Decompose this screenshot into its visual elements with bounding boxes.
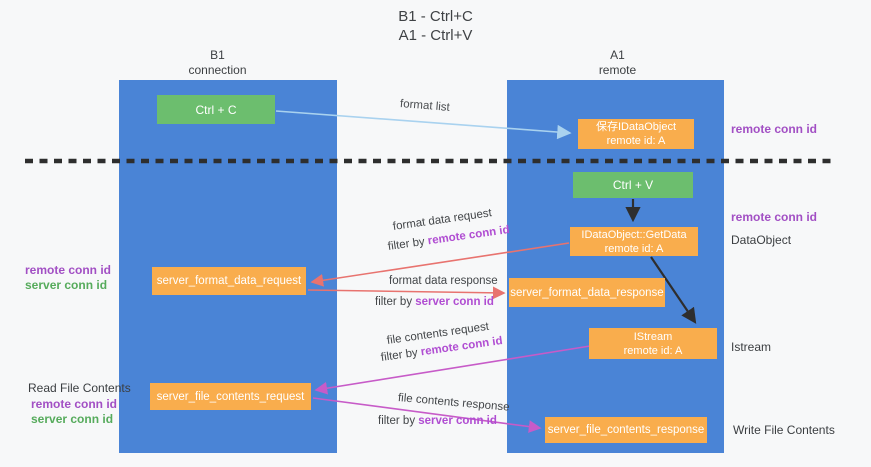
server-file-contents-response-label: server_file_contents_response — [547, 424, 705, 436]
server-format-data-request-label: server_format_data_request — [156, 275, 302, 287]
right-header-role: remote — [598, 63, 637, 77]
ctrl-v-label: Ctrl + V — [612, 178, 654, 192]
server-conn-id-value: server conn id — [415, 296, 494, 308]
getdata-line1: IDataObject::GetData — [581, 228, 687, 241]
write-file-contents-label: Write File Contents — [733, 423, 835, 437]
title-line-1: B1 - Ctrl+C — [398, 8, 473, 25]
right-remote-conn-id-mid: remote conn id — [731, 210, 818, 224]
left-file-conn-ids: remote conn id server conn id — [31, 397, 117, 427]
server-format-data-request-box: server_format_data_request — [152, 267, 306, 295]
arrow-format-data-response — [307, 286, 506, 300]
format-list-label: format list — [399, 98, 451, 114]
left-column-header: B1 connection — [130, 48, 305, 78]
file-contents-response-label: file contents response — [397, 392, 510, 414]
server-file-contents-request-box: server_file_contents_request — [150, 383, 311, 410]
filter-by-server-conn-id-file: filter by server conn id — [378, 415, 497, 427]
istream-label: Istream — [731, 340, 772, 354]
getdata-line2: remote id: A — [604, 242, 664, 255]
title-line-2: A1 - Ctrl+V — [398, 27, 473, 44]
format-data-response-label: format data response — [389, 275, 498, 287]
filter-prefix: filter by — [380, 346, 422, 364]
read-file-contents-label: Read File Contents — [28, 381, 131, 395]
istream-line2: remote id: A — [623, 344, 683, 357]
right-column-header: A1 remote — [530, 48, 705, 78]
istream-box: IStream remote id: A — [589, 328, 717, 359]
server-format-data-response-box: server_format_data_response — [509, 278, 665, 307]
save-idataobject-line1: 保存IDataObject — [595, 121, 677, 133]
left-header-role: connection — [188, 63, 247, 77]
filter-prefix: filter by — [387, 235, 429, 253]
left-header-name: B1 — [210, 48, 225, 62]
left-file-remote-conn-id: remote conn id — [31, 397, 118, 411]
left-file-server-conn-id: server conn id — [31, 412, 114, 426]
server-file-contents-request-label: server_file_contents_request — [156, 390, 305, 403]
istream-line1: IStream — [633, 330, 673, 343]
left-format-server-conn-id: server conn id — [25, 278, 108, 292]
ctrl-v-box: Ctrl + V — [573, 172, 693, 198]
server-conn-id-value: server conn id — [418, 415, 497, 427]
server-format-data-response-label: server_format_data_response — [510, 286, 664, 299]
dataobject-label: DataObject — [731, 233, 792, 247]
left-format-remote-conn-id: remote conn id — [25, 263, 112, 277]
filter-by-server-conn-id-format: filter by server conn id — [375, 296, 494, 308]
save-idataobject-box: 保存IDataObject remote id: A — [578, 119, 694, 149]
left-format-conn-ids: remote conn id server conn id — [25, 263, 111, 293]
right-header-name: A1 — [610, 48, 625, 62]
diagram-title: B1 - Ctrl+C A1 - Ctrl+V — [0, 7, 871, 45]
ctrl-c-label: Ctrl + C — [195, 102, 237, 117]
filter-prefix: filter by — [375, 296, 416, 308]
ctrl-c-box: Ctrl + C — [157, 95, 275, 124]
remote-conn-id-value: remote conn id — [427, 223, 511, 248]
right-remote-conn-id-top: remote conn id — [731, 122, 818, 136]
save-idataobject-line2: remote id: A — [606, 135, 666, 147]
server-file-contents-response-box: server_file_contents_response — [545, 417, 707, 443]
filter-prefix: filter by — [378, 415, 419, 427]
idataobject-getdata-box: IDataObject::GetData remote id: A — [570, 227, 698, 256]
